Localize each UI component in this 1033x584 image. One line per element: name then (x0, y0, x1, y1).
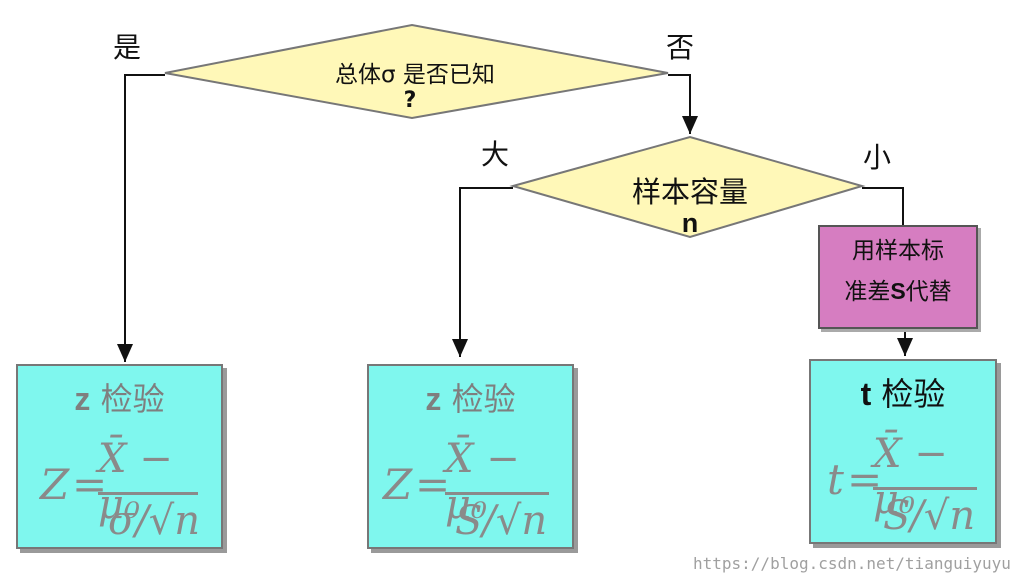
z-test-large-title: z 检验 (369, 374, 572, 420)
decision-diamond-sigma-known (164, 23, 669, 120)
small-label: 小 (863, 141, 892, 174)
formula-numerator: X̄ − μ₀ (98, 436, 173, 528)
no-branch-line (668, 74, 698, 134)
t-test-box: t 检验 t = X̄ − μ₀ S/√n (809, 359, 997, 544)
small-branch-line (862, 187, 904, 226)
t-test-formula: t = X̄ − μ₀ S/√n (811, 421, 995, 541)
decision-diamond-sample-size (509, 135, 866, 239)
substitute-line-1: 用样本标 (852, 238, 944, 264)
formula-lhs: Z (383, 460, 413, 509)
watermark: https://blog.csdn.net/tianguiyuyu (693, 554, 1011, 573)
no-label: 否 (666, 31, 695, 64)
substitute-line-2-post: 代替 (905, 279, 952, 305)
substitute-s-symbol: S (890, 278, 906, 304)
z-test-large-sample-box: z 检验 Z = X̄ − μ₀ S/√n (367, 364, 574, 549)
z-test-large-title-letter: z (425, 381, 442, 417)
yes-label: 是 (113, 31, 142, 64)
formula-equals: = (72, 460, 108, 509)
substitute-line-2: 准差S代替 (820, 271, 976, 312)
z-test-sigma-title: z 检验 (18, 374, 221, 420)
substitute-line-2-pre: 准差 (844, 279, 891, 305)
formula-denominator: σ/√n (108, 498, 201, 544)
t-test-title-text: 检验 (881, 375, 946, 413)
substitute-std-dev-box: 用样本标 准差S代替 (818, 225, 978, 329)
formula-numerator: X̄ − μ₀ (445, 436, 520, 528)
z-test-sigma-box: z 检验 Z = X̄ − μ₀ σ/√n (16, 364, 223, 549)
z-test-sigma-formula: Z = X̄ − μ₀ σ/√n (18, 426, 221, 546)
decision-2-question: 样本容量 (631, 175, 748, 209)
formula-fraction-bar (445, 492, 549, 495)
yes-branch-line (117, 74, 165, 362)
formula-fraction-bar (98, 492, 198, 495)
z-test-sigma-title-text: 检验 (100, 380, 165, 418)
formula-equals: = (847, 455, 883, 504)
formula-denominator: S/√n (455, 498, 548, 544)
formula-denominator: S/√n (883, 493, 976, 539)
z-test-large-formula: Z = X̄ − μ₀ S/√n (369, 426, 572, 546)
large-branch-line (452, 187, 513, 357)
z-test-large-title-text: 检验 (451, 380, 516, 418)
formula-fraction-bar (873, 487, 977, 490)
decision-2-variable-n: n (681, 208, 699, 238)
t-test-title-letter: t (860, 376, 872, 412)
decision-1-question-mark: ? (403, 88, 417, 113)
formula-lhs: Z (40, 460, 70, 509)
formula-equals: = (415, 460, 451, 509)
decision-1-question: 总体σ 是否已知 (335, 62, 495, 88)
t-test-title: t 检验 (811, 369, 995, 415)
formula-lhs: t (827, 455, 844, 504)
formula-numerator: X̄ − μ₀ (873, 431, 948, 523)
z-test-sigma-title-letter: z (74, 381, 91, 417)
large-label: 大 (481, 138, 510, 171)
